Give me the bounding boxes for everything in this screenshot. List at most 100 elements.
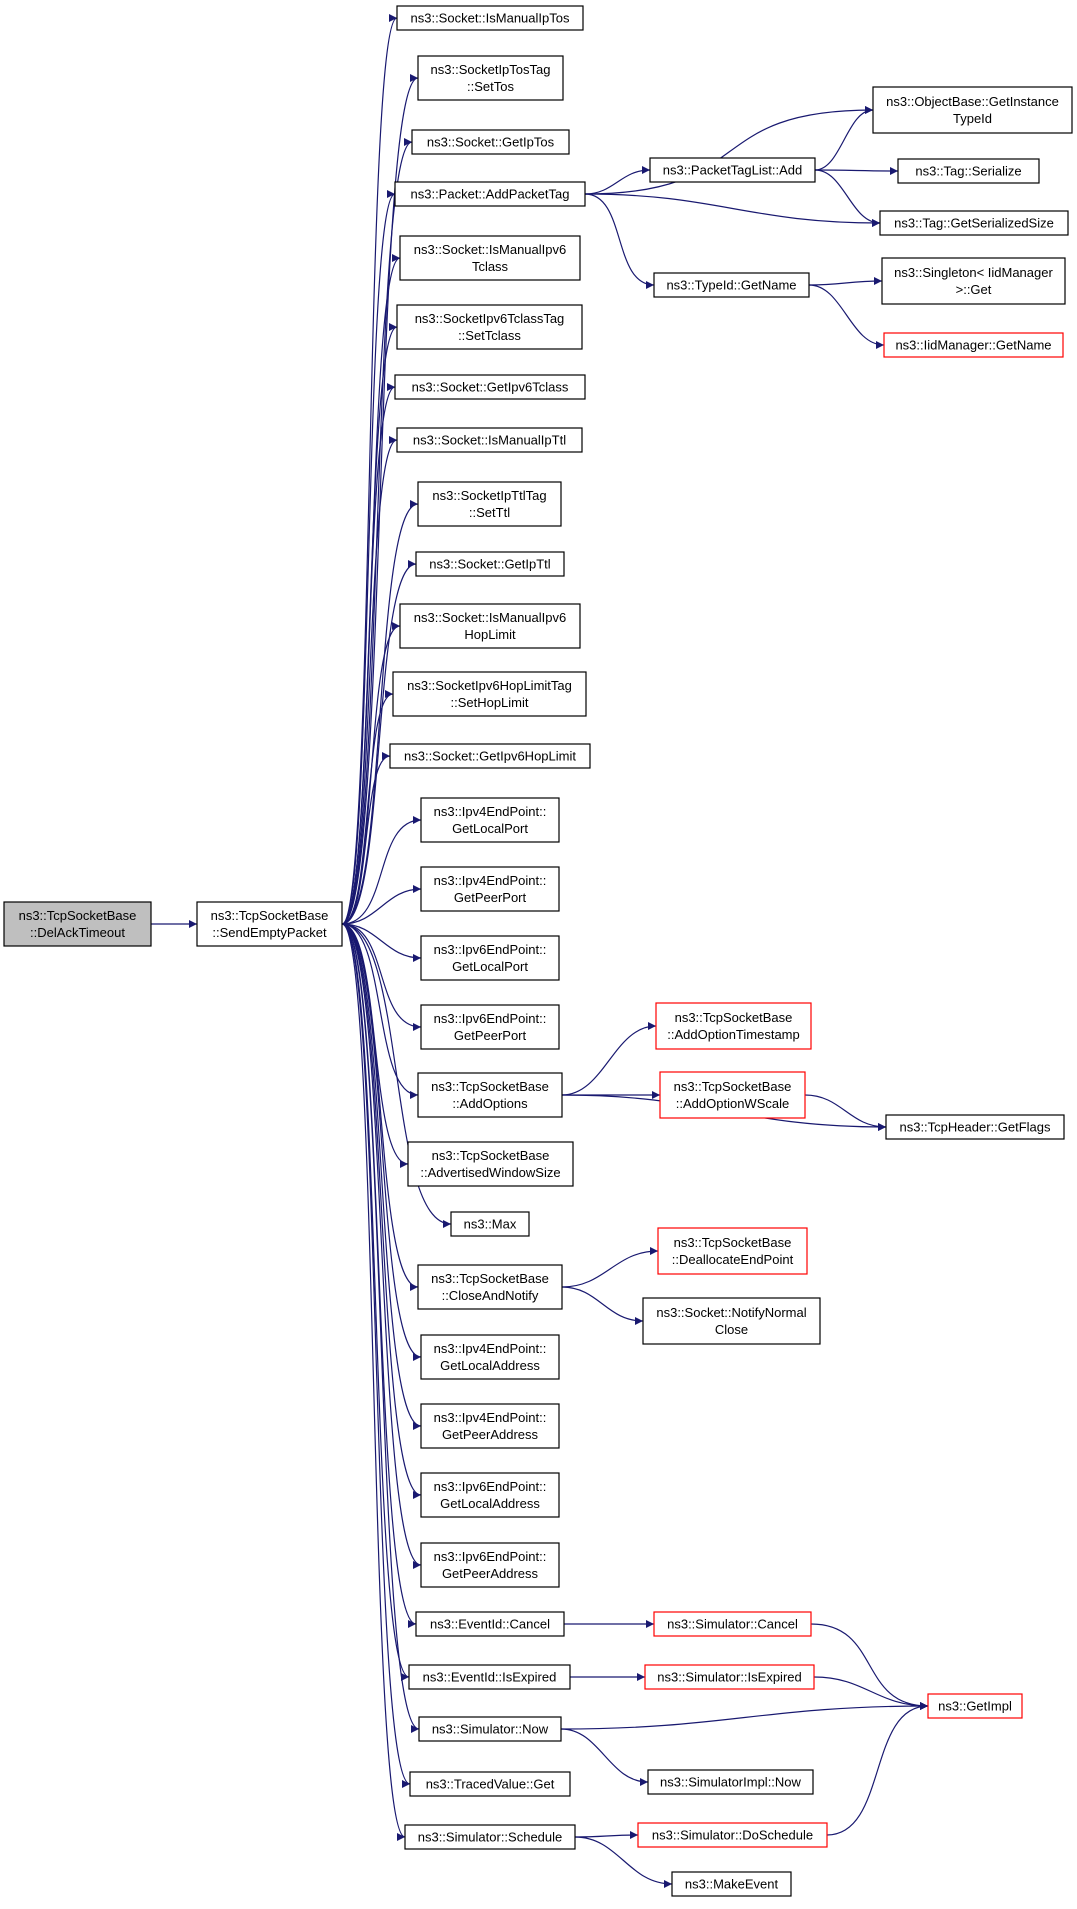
node-getiptos[interactable]: ns3::Socket::GetIpTos	[411, 129, 570, 155]
node-ipv4getpeerport[interactable]: ns3::Ipv4EndPoint::GetPeerPort	[420, 866, 560, 912]
node-label: GetLocalAddress	[440, 1496, 540, 1511]
node-ipv4getlocalport[interactable]: ns3::Ipv4EndPoint::GetLocalPort	[420, 797, 560, 843]
node-label: ns3::Socket::GetIpTtl	[429, 557, 550, 572]
node-label: ::AddOptionWScale	[676, 1096, 789, 1111]
node-sethoplimit[interactable]: ns3::SocketIpv6HopLimitTag::SetHopLimit	[392, 671, 587, 717]
node-ipv4getlocaladdr[interactable]: ns3::Ipv4EndPoint::GetLocalAddress	[420, 1334, 560, 1380]
node-label: ns3::Simulator::Cancel	[667, 1617, 798, 1632]
node-tracedget[interactable]: ns3::TracedValue::Get	[409, 1771, 571, 1797]
edge-send-to-ipv6getlocaladdr	[341, 923, 422, 1499]
node-label: ns3::Tag::GetSerializedSize	[894, 216, 1054, 231]
node-settos[interactable]: ns3::SocketIpTosTag::SetTos	[417, 55, 564, 101]
node-label: ns3::Socket::GetIpv6HopLimit	[404, 749, 576, 764]
node-getipttl[interactable]: ns3::Socket::GetIpTtl	[415, 551, 565, 577]
node-box	[196, 901, 343, 947]
node-packettaglistadd[interactable]: ns3::PacketTagList::Add	[649, 157, 816, 183]
node-simnow[interactable]: ns3::Simulator::Now	[418, 1716, 562, 1742]
node-tagserialize[interactable]: ns3::Tag::Serialize	[897, 158, 1040, 184]
edge-send-to-ipv6getlocalport	[341, 923, 422, 962]
node-box	[3, 901, 152, 947]
edge-send-to-simnow	[341, 923, 420, 1733]
node-advwindow[interactable]: ns3::TcpSocketBase::AdvertisedWindowSize	[407, 1141, 574, 1187]
edge-send-to-ipv4getpeerport	[341, 885, 422, 925]
node-root[interactable]: ns3::TcpSocketBase::DelAckTimeout	[3, 901, 152, 947]
node-tcpheadergetflags[interactable]: ns3::TcpHeader::GetFlags	[885, 1114, 1065, 1140]
node-typeidgetname[interactable]: ns3::TypeId::GetName	[653, 272, 810, 298]
node-simdoschedule[interactable]: ns3::Simulator::DoSchedule	[637, 1822, 828, 1848]
node-label: ns3::Simulator::Schedule	[418, 1830, 563, 1845]
node-addoptiontimestamp[interactable]: ns3::TcpSocketBase::AddOptionTimestamp	[655, 1002, 812, 1050]
node-setttl[interactable]: ns3::SocketIpTtlTag::SetTtl	[417, 481, 562, 527]
edge-send-to-getipttl	[341, 560, 417, 925]
node-label: GetLocalPort	[452, 821, 528, 836]
node-simimplnow[interactable]: ns3::SimulatorImpl::Now	[647, 1769, 814, 1795]
node-box	[647, 1769, 814, 1795]
node-label: TypeId	[953, 111, 992, 126]
node-label: ns3::Socket::GetIpTos	[427, 135, 555, 150]
node-label: ::AddOptionTimestamp	[667, 1027, 799, 1042]
node-getipv6hoplimit[interactable]: ns3::Socket::GetIpv6HopLimit	[389, 743, 591, 769]
edge-closeandnotify-to-deallocateendpoint	[561, 1247, 659, 1288]
edge-simschedule-to-simdoschedule	[574, 1831, 639, 1840]
node-box	[881, 257, 1066, 305]
node-closeandnotify[interactable]: ns3::TcpSocketBase::CloseAndNotify	[417, 1264, 563, 1310]
node-max[interactable]: ns3::Max	[450, 1211, 530, 1237]
node-ismanualiptos[interactable]: ns3::Socket::IsManualIpTos	[396, 5, 584, 31]
node-box	[396, 5, 584, 31]
node-eventisexpired[interactable]: ns3::EventId::IsExpired	[408, 1664, 571, 1690]
edge-send-to-ipv4getpeeraddr	[341, 923, 422, 1430]
node-getimpl[interactable]: ns3::GetImpl	[927, 1693, 1023, 1719]
node-label: GetPeerAddress	[442, 1427, 539, 1442]
edge-simnow-to-getimpl	[560, 1702, 929, 1730]
edge-addpackettag-to-taggetserializedsize	[584, 193, 881, 227]
node-box	[409, 1771, 571, 1797]
node-simschedule[interactable]: ns3::Simulator::Schedule	[404, 1824, 576, 1850]
node-ipv6getlocalport[interactable]: ns3::Ipv6EndPoint::GetLocalPort	[420, 935, 560, 981]
node-label: ns3::Packet::AddPacketTag	[411, 187, 570, 202]
call-nodes: ns3::TcpSocketBase::DelAckTimeoutns3::Tc…	[3, 5, 1073, 1897]
node-makeevent[interactable]: ns3::MakeEvent	[671, 1871, 792, 1897]
node-ipv6getpeerport[interactable]: ns3::Ipv6EndPoint::GetPeerPort	[420, 1004, 560, 1050]
node-box	[872, 86, 1073, 134]
edge-send-to-getipv6tclass	[341, 383, 396, 925]
edge-send-to-getipv6hoplimit	[341, 752, 391, 925]
node-eventcancel[interactable]: ns3::EventId::Cancel	[415, 1611, 565, 1637]
node-ipv6getpeeraddr[interactable]: ns3::Ipv6EndPoint::GetPeerAddress	[420, 1542, 560, 1588]
node-getipv6tclass[interactable]: ns3::Socket::GetIpv6Tclass	[394, 374, 586, 400]
edge-closeandnotify-to-notifynormalclose	[561, 1286, 644, 1325]
node-deallocateendpoint[interactable]: ns3::TcpSocketBase::DeallocateEndPoint	[657, 1227, 808, 1275]
node-label: ::DelAckTimeout	[30, 925, 125, 940]
node-label: GetPeerPort	[454, 1028, 527, 1043]
node-iidgetname[interactable]: ns3::IidManager::GetName	[883, 332, 1064, 358]
edge-send-to-ismanualiptos	[341, 14, 398, 925]
node-box	[879, 210, 1069, 236]
edge-simschedule-to-makeevent	[574, 1836, 673, 1888]
node-simisexpired[interactable]: ns3::Simulator::IsExpired	[644, 1664, 815, 1690]
node-simcancel[interactable]: ns3::Simulator::Cancel	[653, 1611, 812, 1637]
node-box	[417, 1264, 563, 1310]
node-label: ns3::Ipv6EndPoint::	[434, 1549, 547, 1564]
node-ipv4getpeeraddr[interactable]: ns3::Ipv4EndPoint::GetPeerAddress	[420, 1403, 560, 1449]
node-box	[396, 427, 583, 453]
node-addoptionwscale[interactable]: ns3::TcpSocketBase::AddOptionWScale	[659, 1071, 806, 1119]
node-box	[408, 1664, 571, 1690]
node-settclass[interactable]: ns3::SocketIpv6TclassTag::SetTclass	[396, 304, 583, 350]
node-label: ns3::GetImpl	[938, 1699, 1012, 1714]
node-taggetserializedsize[interactable]: ns3::Tag::GetSerializedSize	[879, 210, 1069, 236]
node-addoptions[interactable]: ns3::TcpSocketBase::AddOptions	[417, 1072, 563, 1118]
node-singletonget[interactable]: ns3::Singleton< IidManager>::Get	[881, 257, 1066, 305]
node-label: ns3::Singleton< IidManager	[894, 265, 1053, 280]
node-label: ns3::TcpSocketBase	[431, 1079, 549, 1094]
node-addpackettag[interactable]: ns3::Packet::AddPacketTag	[394, 181, 586, 207]
node-send[interactable]: ns3::TcpSocketBase::SendEmptyPacket	[196, 901, 343, 947]
node-ipv6getlocaladdr[interactable]: ns3::Ipv6EndPoint::GetLocalAddress	[420, 1472, 560, 1518]
node-label: ns3::Socket::IsManualIpv6	[414, 610, 566, 625]
node-ismanualipttl[interactable]: ns3::Socket::IsManualIpTtl	[396, 427, 583, 453]
node-label: ns3::Socket::IsManualIpTtl	[413, 433, 566, 448]
node-label: ns3::Ipv4EndPoint::	[434, 804, 547, 819]
node-box	[649, 157, 816, 183]
